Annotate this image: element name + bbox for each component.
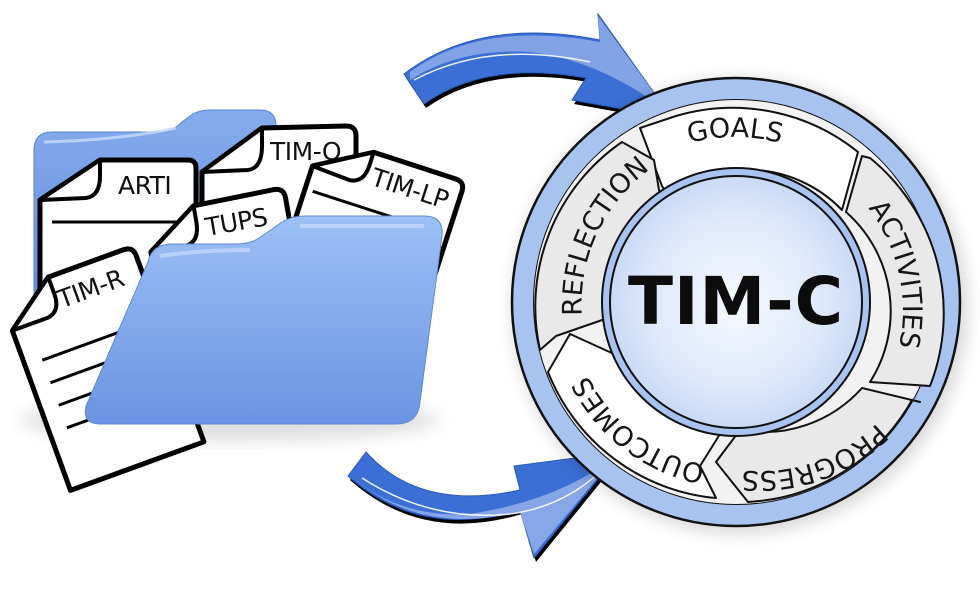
stage-segment-progress [715,387,921,503]
arrow-bottom [347,451,622,562]
stage-label-goals: GOALS [684,113,786,150]
folder-front [84,215,443,425]
folder-group: ARTI TIM-O TUPS TIM-LP [9,109,466,493]
cycle-group: TIM-C GOALS ACTIVITIES PROGRESS OUTCOMES… [510,76,968,534]
cycle-center-label: TIM-C [628,263,844,340]
stage-segment-activities [845,155,945,387]
document-label-arti: ARTI [118,171,171,200]
cycle-stage-segments [534,106,945,503]
arrow-top [403,12,674,122]
